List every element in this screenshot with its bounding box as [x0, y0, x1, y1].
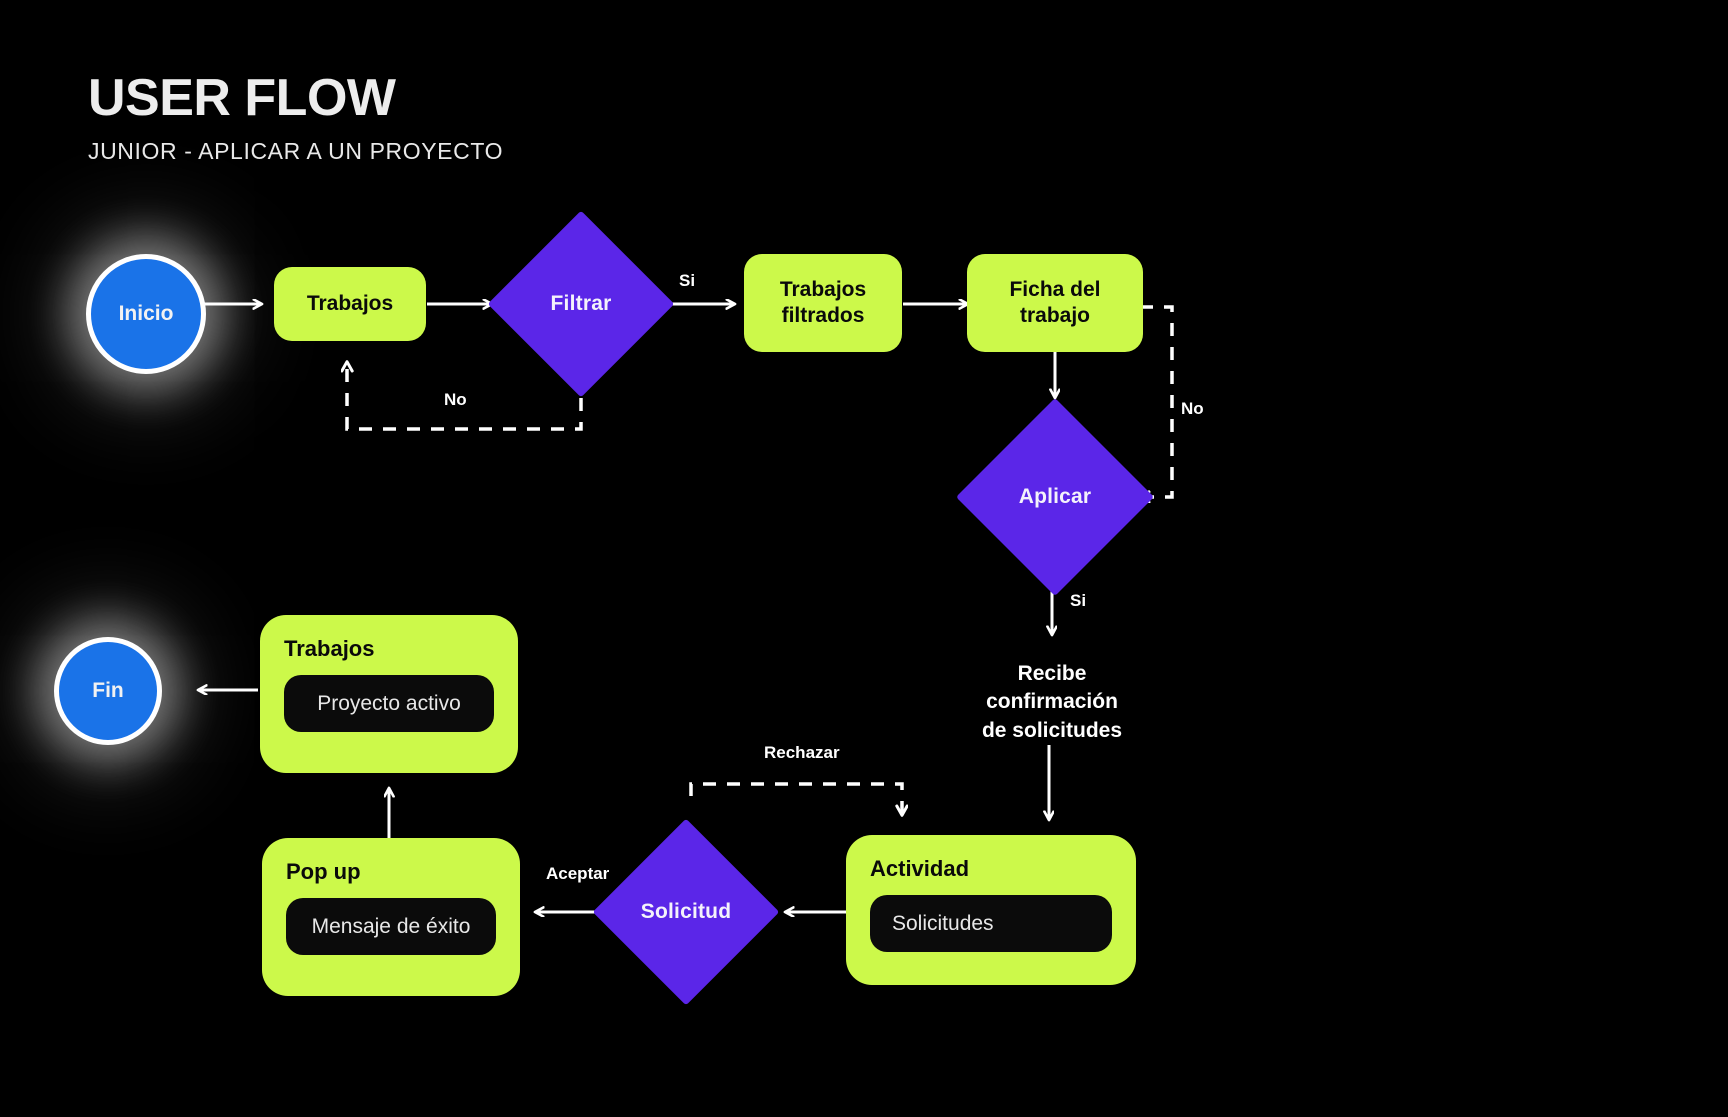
- node-trabajos-activo-field-proyecto[interactable]: Proyecto activo: [284, 675, 494, 733]
- node-actividad-title: Actividad: [870, 856, 970, 881]
- node-trabajos[interactable]: Trabajos: [274, 267, 426, 341]
- edge-label-solicitud-aceptar: Aceptar: [546, 864, 610, 883]
- node-recibe-line3: de solicitudes: [981, 718, 1123, 742]
- node-trabajos-filtrados-line1: Trabajos: [779, 278, 867, 302]
- node-fin-label: Fin: [92, 679, 124, 702]
- node-inicio-label: Inicio: [118, 302, 174, 325]
- node-popup-title: Pop up: [286, 859, 361, 884]
- node-ficha-trabajo[interactable]: Ficha del trabajo: [967, 254, 1143, 352]
- edge-label-aplicar-no: No: [1181, 399, 1204, 418]
- node-trabajos-activo-title: Trabajos: [284, 636, 375, 661]
- edge-label-filtrar-si: Si: [679, 271, 696, 290]
- node-filtrar-label: Filtrar: [550, 292, 612, 315]
- edge-label-filtrar-no: No: [444, 390, 467, 409]
- edge-label-solicitud-rechazar: Rechazar: [764, 743, 840, 762]
- node-filtrar[interactable]: Filtrar: [487, 210, 675, 398]
- node-recibe-confirmacion: Recibe confirmación de solicitudes: [952, 660, 1152, 745]
- diagram-header: USER FLOW JUNIOR - APLICAR A UN PROYECTO: [88, 72, 503, 163]
- node-trabajos-activo[interactable]: Trabajos Proyecto activo: [260, 615, 518, 773]
- node-trabajos-label: Trabajos: [306, 292, 394, 316]
- edge-label-aplicar-si: Si: [1070, 591, 1087, 610]
- node-actividad[interactable]: Actividad Solicitudes: [846, 835, 1136, 985]
- node-popup[interactable]: Pop up Mensaje de éxito: [262, 838, 520, 996]
- node-recibe-line1: Recibe: [1017, 662, 1087, 685]
- page-subtitle: JUNIOR - APLICAR A UN PROYECTO: [88, 138, 504, 164]
- node-ficha-trabajo-line1: Ficha del: [1009, 278, 1101, 302]
- node-trabajos-filtrados-line2: filtrados: [781, 304, 865, 327]
- node-solicitud-label: Solicitud: [640, 900, 732, 923]
- node-popup-field-mensaje[interactable]: Mensaje de éxito: [286, 898, 496, 956]
- node-ficha-trabajo-line2: trabajo: [1019, 304, 1090, 327]
- node-actividad-field-solicitudes[interactable]: Solicitudes: [870, 895, 1112, 953]
- node-trabajos-filtrados[interactable]: Trabajos filtrados: [744, 254, 902, 352]
- node-fin[interactable]: Fin: [54, 637, 162, 745]
- edge-solicitud-rechazar-loop: [689, 782, 902, 815]
- node-recibe-line2: confirmación: [986, 690, 1118, 714]
- node-inicio[interactable]: Inicio: [86, 254, 206, 374]
- node-solicitud[interactable]: Solicitud: [592, 818, 780, 1006]
- node-aplicar-label: Aplicar: [1018, 485, 1092, 508]
- node-aplicar[interactable]: Aplicar: [956, 398, 1154, 596]
- page-title: USER FLOW: [88, 69, 396, 127]
- edge-aplicar-no-loop: [1140, 305, 1174, 497]
